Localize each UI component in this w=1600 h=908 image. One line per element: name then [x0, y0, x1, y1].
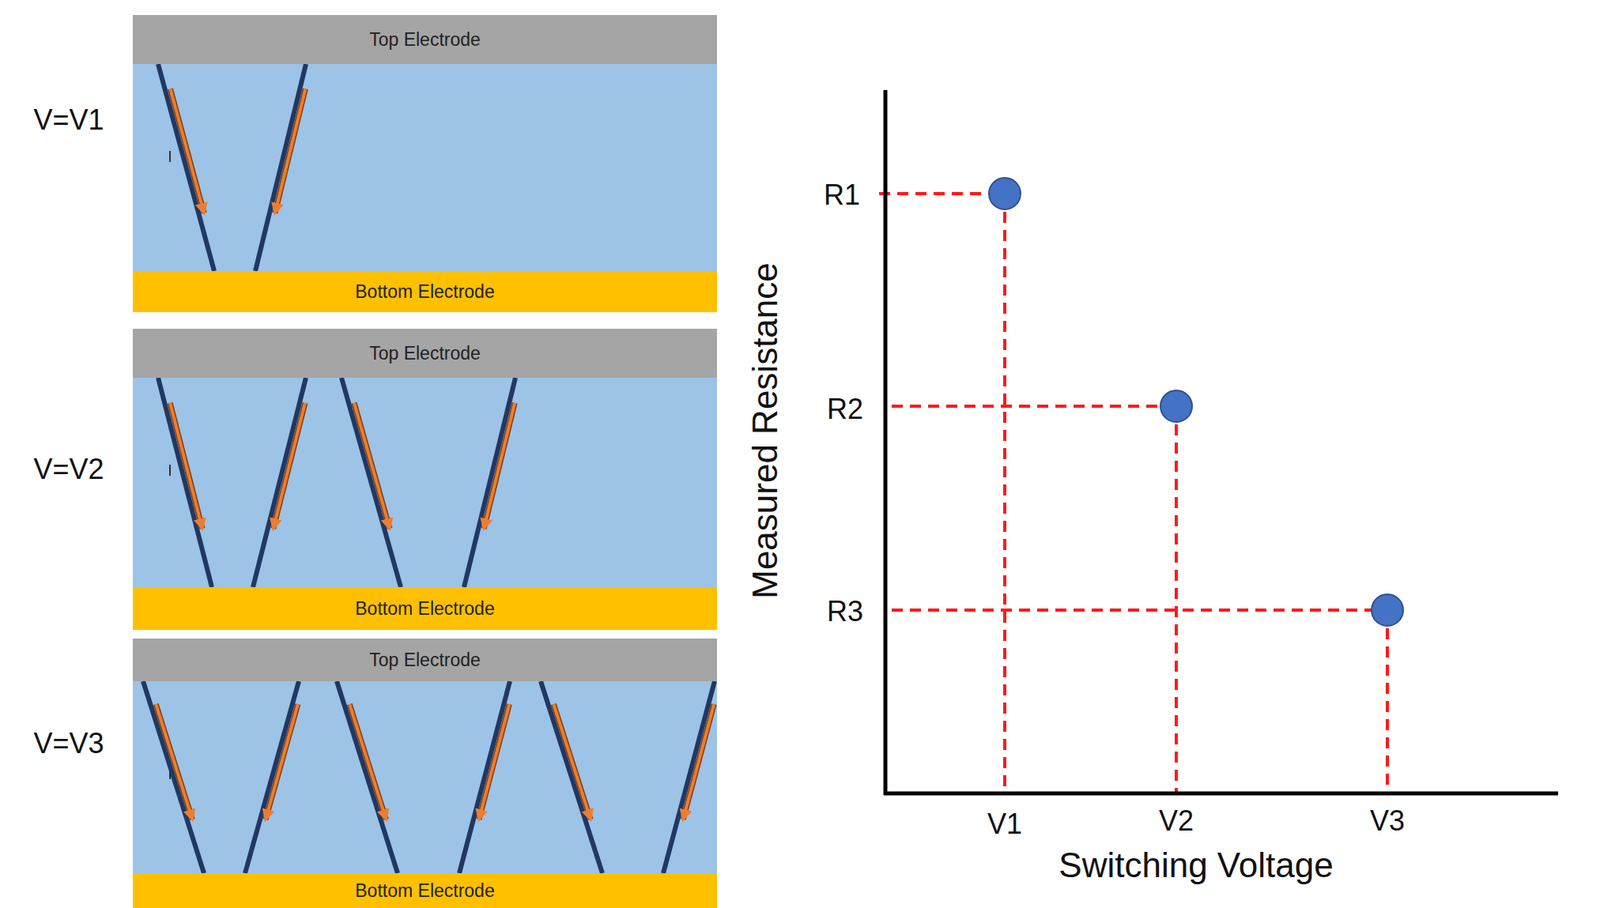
domain-wall [245, 681, 299, 874]
domain-wall [459, 681, 510, 874]
domain-wall [158, 64, 215, 272]
domain-wall [143, 681, 204, 874]
axis-title: Measured Resistance [745, 262, 785, 600]
tick-label: V3 [1369, 804, 1405, 838]
polarization-arrow-outline [553, 704, 591, 820]
chart [879, 90, 1559, 796]
electrode-label: Bottom Electrode [354, 598, 495, 620]
bottom-electrode: Bottom Electrode [132, 271, 717, 313]
domain-wall [158, 377, 212, 588]
polarization-arrow-outline [273, 403, 306, 529]
voltage-label: V=V3 [33, 727, 104, 761]
polarization-arrow [155, 704, 193, 820]
polarization-arrow [683, 704, 714, 820]
tick-mark [169, 464, 171, 476]
domain-wall [252, 377, 306, 588]
polarization-arrow-outline [349, 704, 386, 820]
polarization-arrow [273, 403, 306, 529]
electrode-label: Bottom Electrode [354, 281, 495, 303]
domain-wall [341, 377, 401, 588]
polarization-arrow-outline [265, 704, 299, 820]
bottom-electrode: Bottom Electrode [132, 587, 717, 631]
axis-title: Switching Voltage [1058, 845, 1333, 886]
polarization-arrow-outline [354, 403, 390, 529]
electrode-label: Top Electrode [369, 343, 481, 365]
domain-wall [663, 681, 715, 874]
polarization-arrow [483, 403, 515, 529]
electrode-label: Bottom Electrode [354, 880, 495, 902]
tick-label: V2 [1158, 804, 1194, 838]
voltage-label: V=V2 [33, 452, 104, 487]
polarization-arrow-outline [275, 88, 306, 213]
polarization-arrow-outline [155, 704, 193, 820]
polarization-arrow-outline [170, 88, 205, 213]
domain-wall [336, 681, 398, 874]
bottom-electrode: Bottom Electrode [132, 873, 717, 908]
tick-label: R1 [823, 178, 861, 212]
polarization-arrow [275, 88, 306, 213]
polarization-arrow [349, 704, 386, 820]
tick-label: R2 [826, 392, 864, 427]
polarization-arrow-outline [483, 403, 515, 529]
polarization-arrow [354, 403, 390, 529]
domain-wall [255, 64, 306, 272]
polarization-arrow [170, 88, 205, 213]
top-electrode: Top Electrode [132, 328, 717, 378]
top-electrode: Top Electrode [132, 15, 717, 65]
polarization-arrow [553, 704, 591, 820]
polarization-arrow-outline [169, 403, 203, 529]
ferroelectric-film [132, 377, 717, 588]
polarization-arrow [479, 704, 510, 820]
tick-mark [169, 150, 171, 163]
voltage-label: V=V1 [33, 103, 104, 137]
polarization-arrow [265, 704, 299, 820]
top-electrode: Top Electrode [132, 638, 717, 682]
electrode-label: Top Electrode [369, 649, 481, 672]
polarization-arrow-outline [479, 704, 510, 820]
electrode-label: Top Electrode [369, 29, 481, 51]
polarization-arrow [169, 403, 203, 529]
ferroelectric-film [132, 681, 717, 874]
tick-label: R3 [826, 595, 864, 629]
tick-label: V1 [987, 807, 1023, 842]
domain-wall [464, 377, 516, 588]
polarization-arrow-outline [683, 704, 714, 820]
ferroelectric-film [132, 64, 717, 272]
domain-wall [540, 681, 603, 874]
